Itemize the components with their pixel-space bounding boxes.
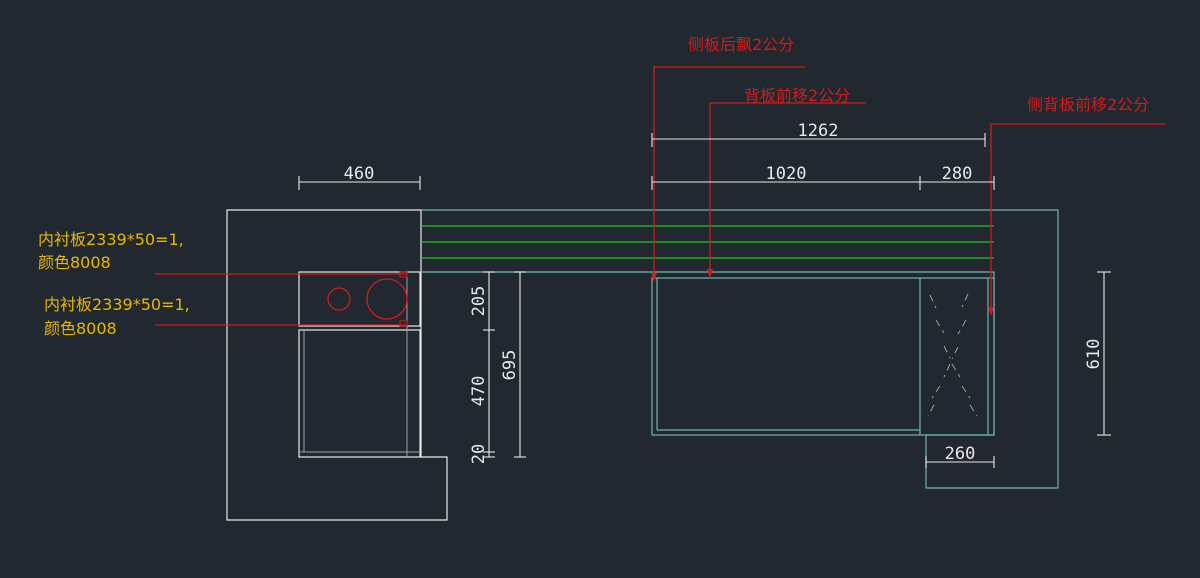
liner-note-top-line1: 内衬板2339*50=1, bbox=[38, 230, 184, 249]
dim-280: 280 bbox=[942, 164, 973, 184]
dim-1262: 1262 bbox=[798, 121, 839, 141]
liner-notes: 内衬板2339*50=1, 颜色8008 内衬板2339*50=1, 颜色800… bbox=[38, 230, 190, 338]
dim-205: 205 bbox=[469, 286, 489, 317]
callout-side-back-panel: 侧背板前移2公分 bbox=[1027, 95, 1149, 114]
side-back-panel-leader bbox=[990, 123, 1166, 313]
dim-20: 20 bbox=[469, 444, 489, 464]
dim-260: 260 bbox=[945, 444, 976, 464]
small-sink-bowl bbox=[327, 287, 351, 311]
callout-side-panel: 侧板后飘2公分 bbox=[688, 35, 794, 54]
liner-strips bbox=[421, 225, 994, 259]
dimension-labels: 460 1262 1020 280 260 205 470 20 695 610 bbox=[344, 121, 1104, 464]
liner-note-bottom-line2: 颜色8008 bbox=[44, 319, 117, 338]
dim-695: 695 bbox=[500, 350, 520, 381]
callout-back-panel: 背板前移2公分 bbox=[744, 86, 850, 105]
sink-compartment bbox=[298, 271, 421, 327]
corner-hatch bbox=[927, 293, 978, 417]
liner-note-top-line2: 颜色8008 bbox=[38, 253, 111, 272]
sink-bowls bbox=[327, 278, 408, 320]
leader-lines bbox=[155, 66, 1166, 326]
dim-1020: 1020 bbox=[766, 164, 807, 184]
leader-arrow-heads bbox=[651, 269, 994, 316]
left-cabinet bbox=[226, 209, 448, 521]
callout-labels: 侧板后飘2公分 背板前移2公分 侧背板前移2公分 bbox=[688, 35, 1149, 114]
dim-470: 470 bbox=[469, 376, 489, 407]
liner-note-bottom-line1: 内衬板2339*50=1, bbox=[44, 295, 190, 314]
dim-610: 610 bbox=[1084, 339, 1104, 370]
side-panel-leader bbox=[653, 66, 805, 279]
lower-compartment bbox=[298, 329, 421, 458]
right-cabinet-body bbox=[651, 277, 995, 436]
dim-460: 460 bbox=[344, 164, 375, 184]
dimension-lines bbox=[298, 133, 1111, 468]
large-sink-bowl bbox=[366, 278, 408, 320]
liner-panel-marker-bottom bbox=[399, 320, 408, 327]
